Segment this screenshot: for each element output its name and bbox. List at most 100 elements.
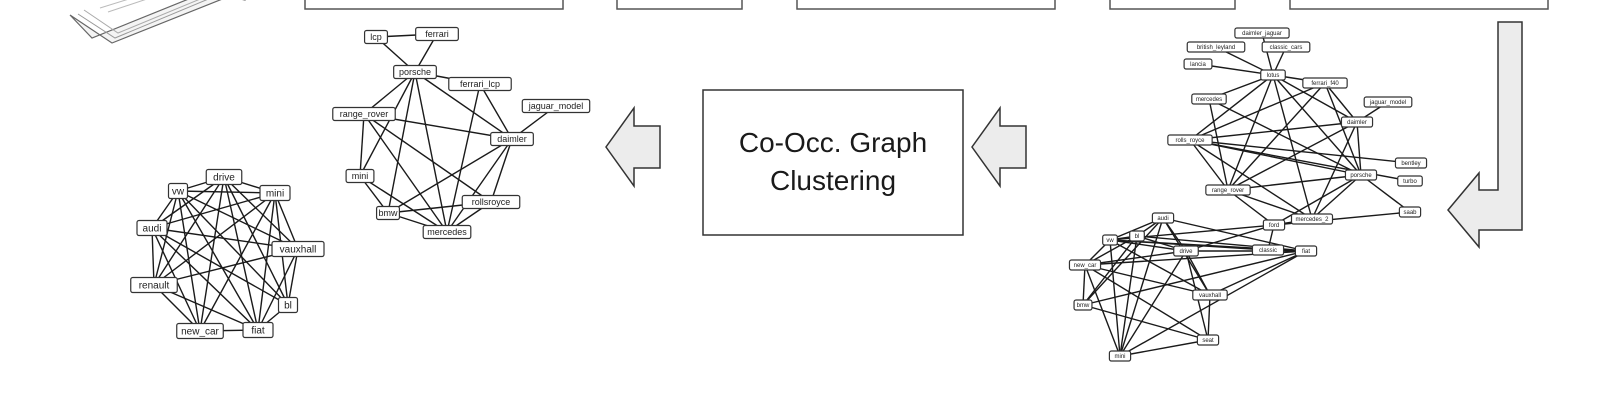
graph-edge — [151, 227, 289, 306]
graph-node: daimler — [1340, 116, 1374, 128]
graph-node-box — [1251, 244, 1285, 256]
graph-node-label: mercedes — [427, 227, 467, 237]
graph-node-label: classic — [1259, 248, 1277, 254]
graph-node-label: lotus — [1267, 73, 1280, 79]
graph-edge — [359, 71, 416, 177]
graph-node-box — [521, 98, 591, 114]
graph-node-box — [1102, 234, 1118, 246]
graph-node-box — [1173, 245, 1199, 257]
graph-edge — [151, 227, 155, 286]
graph-edge — [1082, 250, 1307, 306]
graph-edge — [1189, 139, 1313, 220]
graph-edge — [223, 176, 289, 306]
graph-edge — [1084, 250, 1187, 266]
graph-node-label: vw — [1106, 238, 1114, 244]
graph-edge — [363, 113, 448, 233]
graph-node-box — [1234, 27, 1290, 39]
graph-edge — [177, 190, 289, 306]
graph-node: drive — [205, 168, 243, 186]
graph-node-label: ferrari_lcp — [460, 79, 500, 89]
graph-node-box — [242, 321, 274, 339]
graph-node: new_car — [1068, 259, 1102, 271]
graph-node: ferrari_f40 — [1302, 77, 1348, 89]
graph-node: mercedes_2 — [1290, 213, 1334, 225]
graph-node-box — [1073, 299, 1093, 311]
graph-node: range_rover — [332, 106, 396, 122]
graph-node-label: audi — [1157, 216, 1168, 222]
graph-node: vauxhall — [271, 240, 325, 258]
graph-node: british_leyland — [1186, 41, 1246, 53]
graph-node-box — [1302, 77, 1348, 89]
graph-node-label: turbo — [1403, 179, 1417, 185]
graph-node-label: renault — [139, 281, 170, 292]
top-process-box-4 — [1109, 0, 1236, 10]
graph-edge — [1261, 32, 1274, 76]
graph-edge — [1272, 74, 1358, 123]
graph-node-box — [1290, 213, 1334, 225]
graph-edge — [1227, 189, 1275, 226]
graph-node-box — [1196, 334, 1220, 346]
graph-node-box — [176, 322, 224, 340]
graph-node-box — [1394, 157, 1428, 169]
graph-node-box — [1261, 41, 1311, 53]
graph-node-box — [1344, 169, 1378, 181]
graph-node-box — [1108, 350, 1132, 362]
graph-node: vauxhall — [1192, 289, 1228, 301]
graph-node-label: bmw — [378, 208, 398, 218]
graph-node: new_car — [176, 322, 224, 340]
graph-node-label: lancia — [1190, 62, 1206, 68]
graph-node: bentley — [1394, 157, 1428, 169]
graph-node-label: range_rover — [340, 109, 389, 119]
graph-edge — [1324, 82, 1358, 123]
graph-node-label: fiat — [251, 326, 265, 337]
graph-edge — [446, 138, 513, 233]
graph-node-box — [1068, 259, 1102, 271]
graph-node-label: bl — [1135, 234, 1140, 240]
graph-node-box — [1262, 219, 1286, 231]
graph-node: mini — [1108, 350, 1132, 362]
graph-node: rolls_royce — [1167, 134, 1213, 146]
graph-node-box — [1260, 69, 1286, 81]
graph-node: porsche — [393, 64, 437, 80]
graph-node-box — [1363, 96, 1413, 108]
graph-node-label: lcp — [370, 32, 382, 42]
graph-edge — [151, 176, 225, 229]
graph-edge — [1082, 264, 1086, 306]
graph-node: range_rover — [1205, 184, 1251, 196]
graph-node-box — [1167, 134, 1213, 146]
graph-node-box — [1397, 175, 1423, 187]
graph-edge — [1273, 174, 1362, 226]
graph-node: porsche — [1344, 169, 1378, 181]
graph-edge — [1227, 74, 1274, 191]
top-process-box-1 — [304, 0, 564, 10]
graph-edge — [1189, 139, 1229, 191]
graph-edge — [287, 248, 299, 306]
graph-edge — [490, 138, 513, 203]
graph-node: daimler — [490, 131, 534, 147]
graph-node-label: drive — [1179, 249, 1193, 255]
graph-edge — [1119, 217, 1164, 357]
graph-node-label: new_car — [1074, 263, 1097, 269]
graph-node-label: ferrari — [425, 29, 449, 39]
graph-node-label: bl — [284, 301, 292, 312]
graph-node: drive — [1173, 245, 1199, 257]
graph-node-box — [490, 131, 534, 147]
process-title-line1: Co-Occ. Graph — [739, 127, 927, 158]
graph-edge — [1109, 239, 1121, 357]
graph-node-label: classic_cars — [1270, 45, 1303, 51]
graph-node: mercedes — [422, 224, 472, 240]
graph-node-box — [345, 168, 375, 184]
graph-edge — [1311, 174, 1362, 220]
graph-node: audi — [1151, 212, 1175, 224]
graph-node-box — [1191, 93, 1227, 105]
graph-node-label: vw — [172, 187, 185, 198]
graph-node-label: british_leyland — [1197, 45, 1235, 51]
graph-node-box — [1340, 116, 1374, 128]
graph-node-box — [1129, 230, 1145, 242]
graph-node-label: mini — [1114, 354, 1125, 360]
graph-edge — [151, 192, 276, 229]
graph-edge — [177, 190, 259, 331]
graph-node-label: mini — [266, 189, 284, 200]
graph-edge — [177, 190, 201, 332]
